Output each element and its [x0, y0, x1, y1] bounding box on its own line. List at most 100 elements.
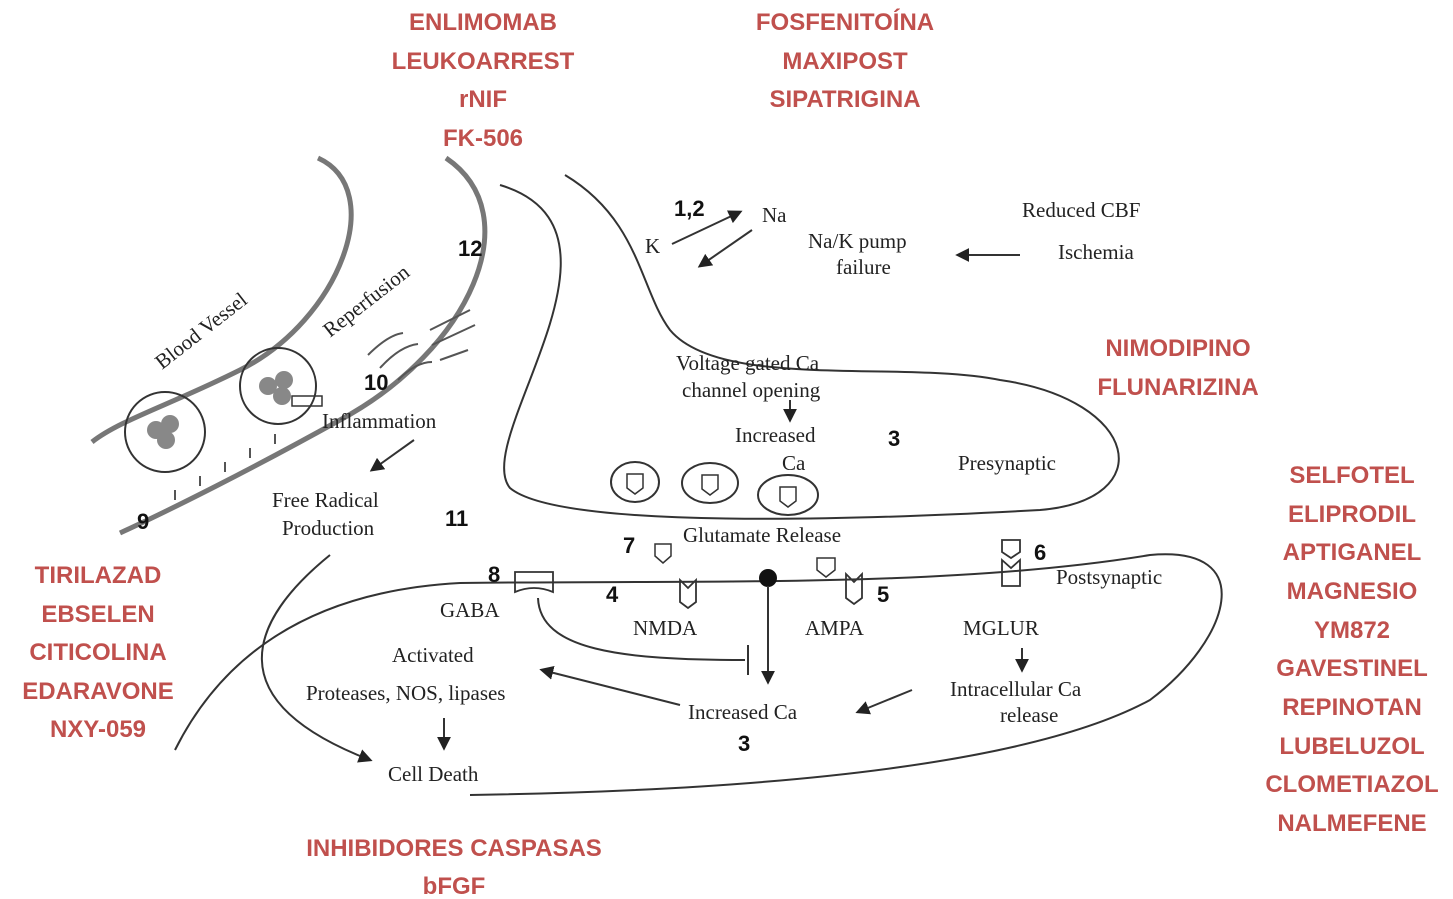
na-out-arrow — [671, 210, 743, 245]
drugs-left: TIRILAZAD EBSELEN CITICOLINA EDARAVONE N… — [22, 562, 174, 743]
step-numbers: 1,2 12 10 9 11 3 7 8 4 5 6 3 — [137, 196, 1046, 756]
drug-edaravone: EDARAVONE — [22, 678, 174, 705]
nmda-receptor — [679, 577, 697, 610]
ampa-receptor — [845, 571, 863, 606]
step-4: 4 — [606, 582, 619, 607]
free-radical-label-2: Production — [282, 516, 375, 540]
k-label: K — [645, 234, 660, 258]
diagram-labels: Reduced CBF Ischemia Na K Na/K pump fail… — [272, 198, 1162, 786]
drug-enlimomab: ENLIMOMAB — [409, 9, 557, 36]
step-9: 9 — [137, 509, 149, 534]
step-6: 6 — [1034, 540, 1046, 565]
ampa-label: AMPA — [805, 616, 865, 640]
drug-selfotel: SELFOTEL — [1289, 462, 1414, 489]
postsynaptic-label: Postsynaptic — [1056, 565, 1162, 589]
ischemia-label: Ischemia — [1058, 240, 1134, 264]
step-8: 8 — [488, 562, 500, 587]
glutamate-molecule — [654, 543, 836, 578]
drug-nimodipino: NIMODIPINO — [1105, 335, 1250, 362]
vgcc-label-1: Voltage gated Ca — [676, 351, 820, 375]
step-12: 12 — [458, 236, 482, 261]
k-in-arrow — [697, 229, 753, 268]
vessel-endothelium-ticks — [174, 434, 276, 500]
step-1-2: 1,2 — [674, 196, 705, 221]
increased-ca-pre-label-2: Ca — [782, 451, 806, 475]
blood-cell — [124, 391, 206, 473]
gaba-label: GABA — [440, 598, 500, 622]
ca-channel-blocker-icon — [759, 569, 777, 587]
vessel-wall-inner — [118, 155, 488, 536]
drug-fk-506: FK-506 — [443, 125, 523, 152]
step-10: 10 — [364, 370, 388, 395]
blood-vessel: Blood Vessel Reperfusion — [90, 155, 488, 536]
nmda-label: NMDA — [633, 616, 698, 640]
step-7: 7 — [623, 533, 635, 558]
drug-gavestinel: GAVESTINEL — [1276, 655, 1428, 682]
gaba-receptor — [514, 571, 554, 594]
ca-to-proteases-arrow — [539, 665, 681, 706]
drug-citicolina: CITICOLINA — [29, 639, 166, 666]
mglur-label: MGLUR — [963, 616, 1039, 640]
reperfusion-flow — [367, 309, 476, 381]
drugs-top-left: ENLIMOMAB LEUKOARREST rNIF FK-506 — [392, 9, 575, 152]
free-radical-label-1: Free Radical — [272, 488, 379, 512]
drug-repinotan: REPINOTAN — [1282, 694, 1422, 721]
receptors — [514, 539, 1021, 610]
postsynaptic-terminal — [174, 539, 1223, 796]
drug-nalmefene: NALMEFENE — [1277, 810, 1426, 837]
mglur-receptor — [1001, 539, 1021, 587]
drug-eliprodil: ELIPRODIL — [1288, 501, 1416, 528]
step-3-pre: 3 — [888, 426, 900, 451]
increased-ca-post-label: Increased Ca — [688, 700, 798, 724]
drug-clometiazol: CLOMETIAZOL — [1265, 771, 1438, 798]
intracellular-to-ca-arrow — [855, 689, 913, 715]
pump-label-1: Na/K pump — [808, 229, 907, 253]
drugs-right: SELFOTEL ELIPRODIL APTIGANEL MAGNESIO YM… — [1265, 462, 1438, 837]
activated-label: Activated — [392, 643, 474, 667]
blood-vessel-label: Blood Vessel — [150, 287, 251, 374]
drug-rnif: rNIF — [459, 86, 507, 113]
presynaptic-terminal — [499, 174, 1120, 520]
free-radical-to-death-arrow — [261, 554, 373, 763]
inflammation-arrow — [369, 439, 415, 472]
step-5: 5 — [877, 582, 889, 607]
drug-inhibidores-caspasas: INHIBIDORES CASPASAS — [306, 835, 602, 862]
drug-fosfenitoina: FOSFENITOÍNA — [756, 8, 934, 36]
drugs-bottom: INHIBIDORES CASPASAS bFGF — [306, 835, 602, 899]
step-3-post: 3 — [738, 731, 750, 756]
drug-sipatrigina: SIPATRIGINA — [769, 86, 920, 113]
drug-tirilazad: TIRILAZAD — [35, 562, 162, 589]
leukocyte — [239, 347, 323, 425]
step-11: 11 — [445, 506, 468, 531]
drug-maxipost: MAXIPOST — [782, 48, 908, 75]
inflammation-label: Inflammation — [322, 409, 437, 433]
drug-nxy-059: NXY-059 — [50, 716, 146, 743]
intracellular-ca-label-1: Intracellular Ca — [950, 677, 1082, 701]
increased-ca-pre-label-1: Increased — [735, 423, 816, 447]
na-label: Na — [762, 203, 787, 227]
drugs-top-center: FOSFENITOÍNA MAXIPOST SIPATRIGINA — [756, 8, 934, 113]
pump-label-2: failure — [836, 255, 891, 279]
drug-ebselen: EBSELEN — [41, 601, 154, 628]
drugs-right-mid: NIMODIPINO FLUNARIZINA — [1097, 335, 1258, 401]
drug-aptiganel: APTIGANEL — [1283, 539, 1422, 566]
presynaptic-label: Presynaptic — [958, 451, 1056, 475]
drug-lubeluzol: LUBELUZOL — [1279, 733, 1424, 760]
drug-magnesio: MAGNESIO — [1287, 578, 1418, 605]
connectors — [261, 210, 1029, 763]
reduced-cbf-label: Reduced CBF — [1022, 198, 1140, 222]
cell-death-label: Cell Death — [388, 762, 479, 786]
vgcc-label-2: channel opening — [682, 378, 821, 402]
reperfusion-label: Reperfusion — [318, 260, 414, 342]
drug-flunarizina: FLUNARIZINA — [1097, 374, 1258, 401]
glutamate-release-label: Glutamate Release — [683, 523, 841, 547]
drug-leukoarrest: LEUKOARREST — [392, 48, 575, 75]
proteases-label: Proteases, NOS, lipases — [306, 681, 505, 705]
synaptic-vesicles — [610, 461, 819, 516]
drug-bfgf: bFGF — [423, 873, 486, 899]
gaba-inhibition-line — [537, 597, 746, 661]
vessel-wall-outer — [90, 155, 354, 444]
drug-ym872: YM872 — [1314, 617, 1390, 644]
intracellular-ca-label-2: release — [1000, 703, 1058, 727]
